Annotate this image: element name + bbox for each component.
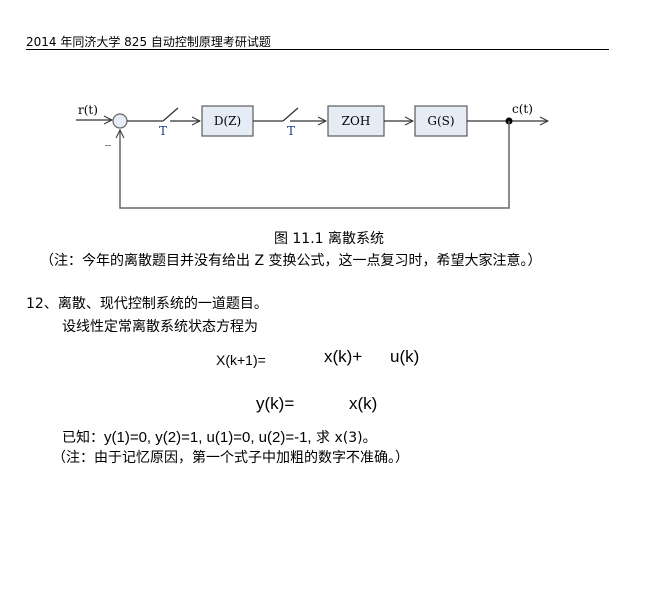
given-prefix: 已知： <box>62 430 104 446</box>
output-label: c(t) <box>512 102 533 116</box>
block-gs-label: G(S) <box>427 114 454 128</box>
sampler-2-period-label: T <box>287 124 295 138</box>
figure-caption: 图 11.1 离散系统 <box>273 231 385 247</box>
equation2-term1: x(k) <box>349 394 378 413</box>
equation1-term1: x(k)+ <box>324 347 363 366</box>
document-header-title: 2014 年同济大学 825 自动控制原理考研试题 <box>26 35 271 49</box>
block-dz-label: D(Z) <box>214 114 241 128</box>
question-note: （注：由于记忆原因，第一个式子中加粗的数字不准确。） <box>52 450 409 466</box>
summing-junction <box>112 113 128 129</box>
equation1-lhs: X(k+1)= <box>216 352 266 368</box>
sampler-switch-1 <box>162 107 179 122</box>
given-suffix: 求 x(3)。 <box>311 430 377 446</box>
block-zoh <box>327 105 385 137</box>
figure-note: （注：今年的离散题目并没有给出 Z 变换公式，这一点复习时，希望大家注意。） <box>40 253 542 269</box>
block-dz <box>201 105 254 137</box>
equation1-term2: u(k) <box>390 347 420 366</box>
question-intro: 设线性定常离散系统状态方程为 <box>62 319 258 335</box>
minus-sign: _ <box>105 132 111 146</box>
sampler-1-period-label: T <box>159 124 167 138</box>
block-gs <box>414 105 468 137</box>
feedback-path <box>120 121 510 209</box>
block-zoh-label: ZOH <box>342 114 371 128</box>
equation2-lhs: y(k)= <box>256 394 295 413</box>
input-label: r(t) <box>78 103 98 117</box>
question-title: 12、离散、现代控制系统的一道题目。 <box>26 296 268 312</box>
sampler-switch-2 <box>282 107 299 122</box>
header-divider <box>26 49 609 50</box>
given-values: y(1)=0, y(2)=1, u(1)=0, u(2)=-1, <box>104 429 312 446</box>
given-conditions: 已知：y(1)=0, y(2)=1, u(1)=0, u(2)=-1, 求 x(… <box>62 427 377 447</box>
